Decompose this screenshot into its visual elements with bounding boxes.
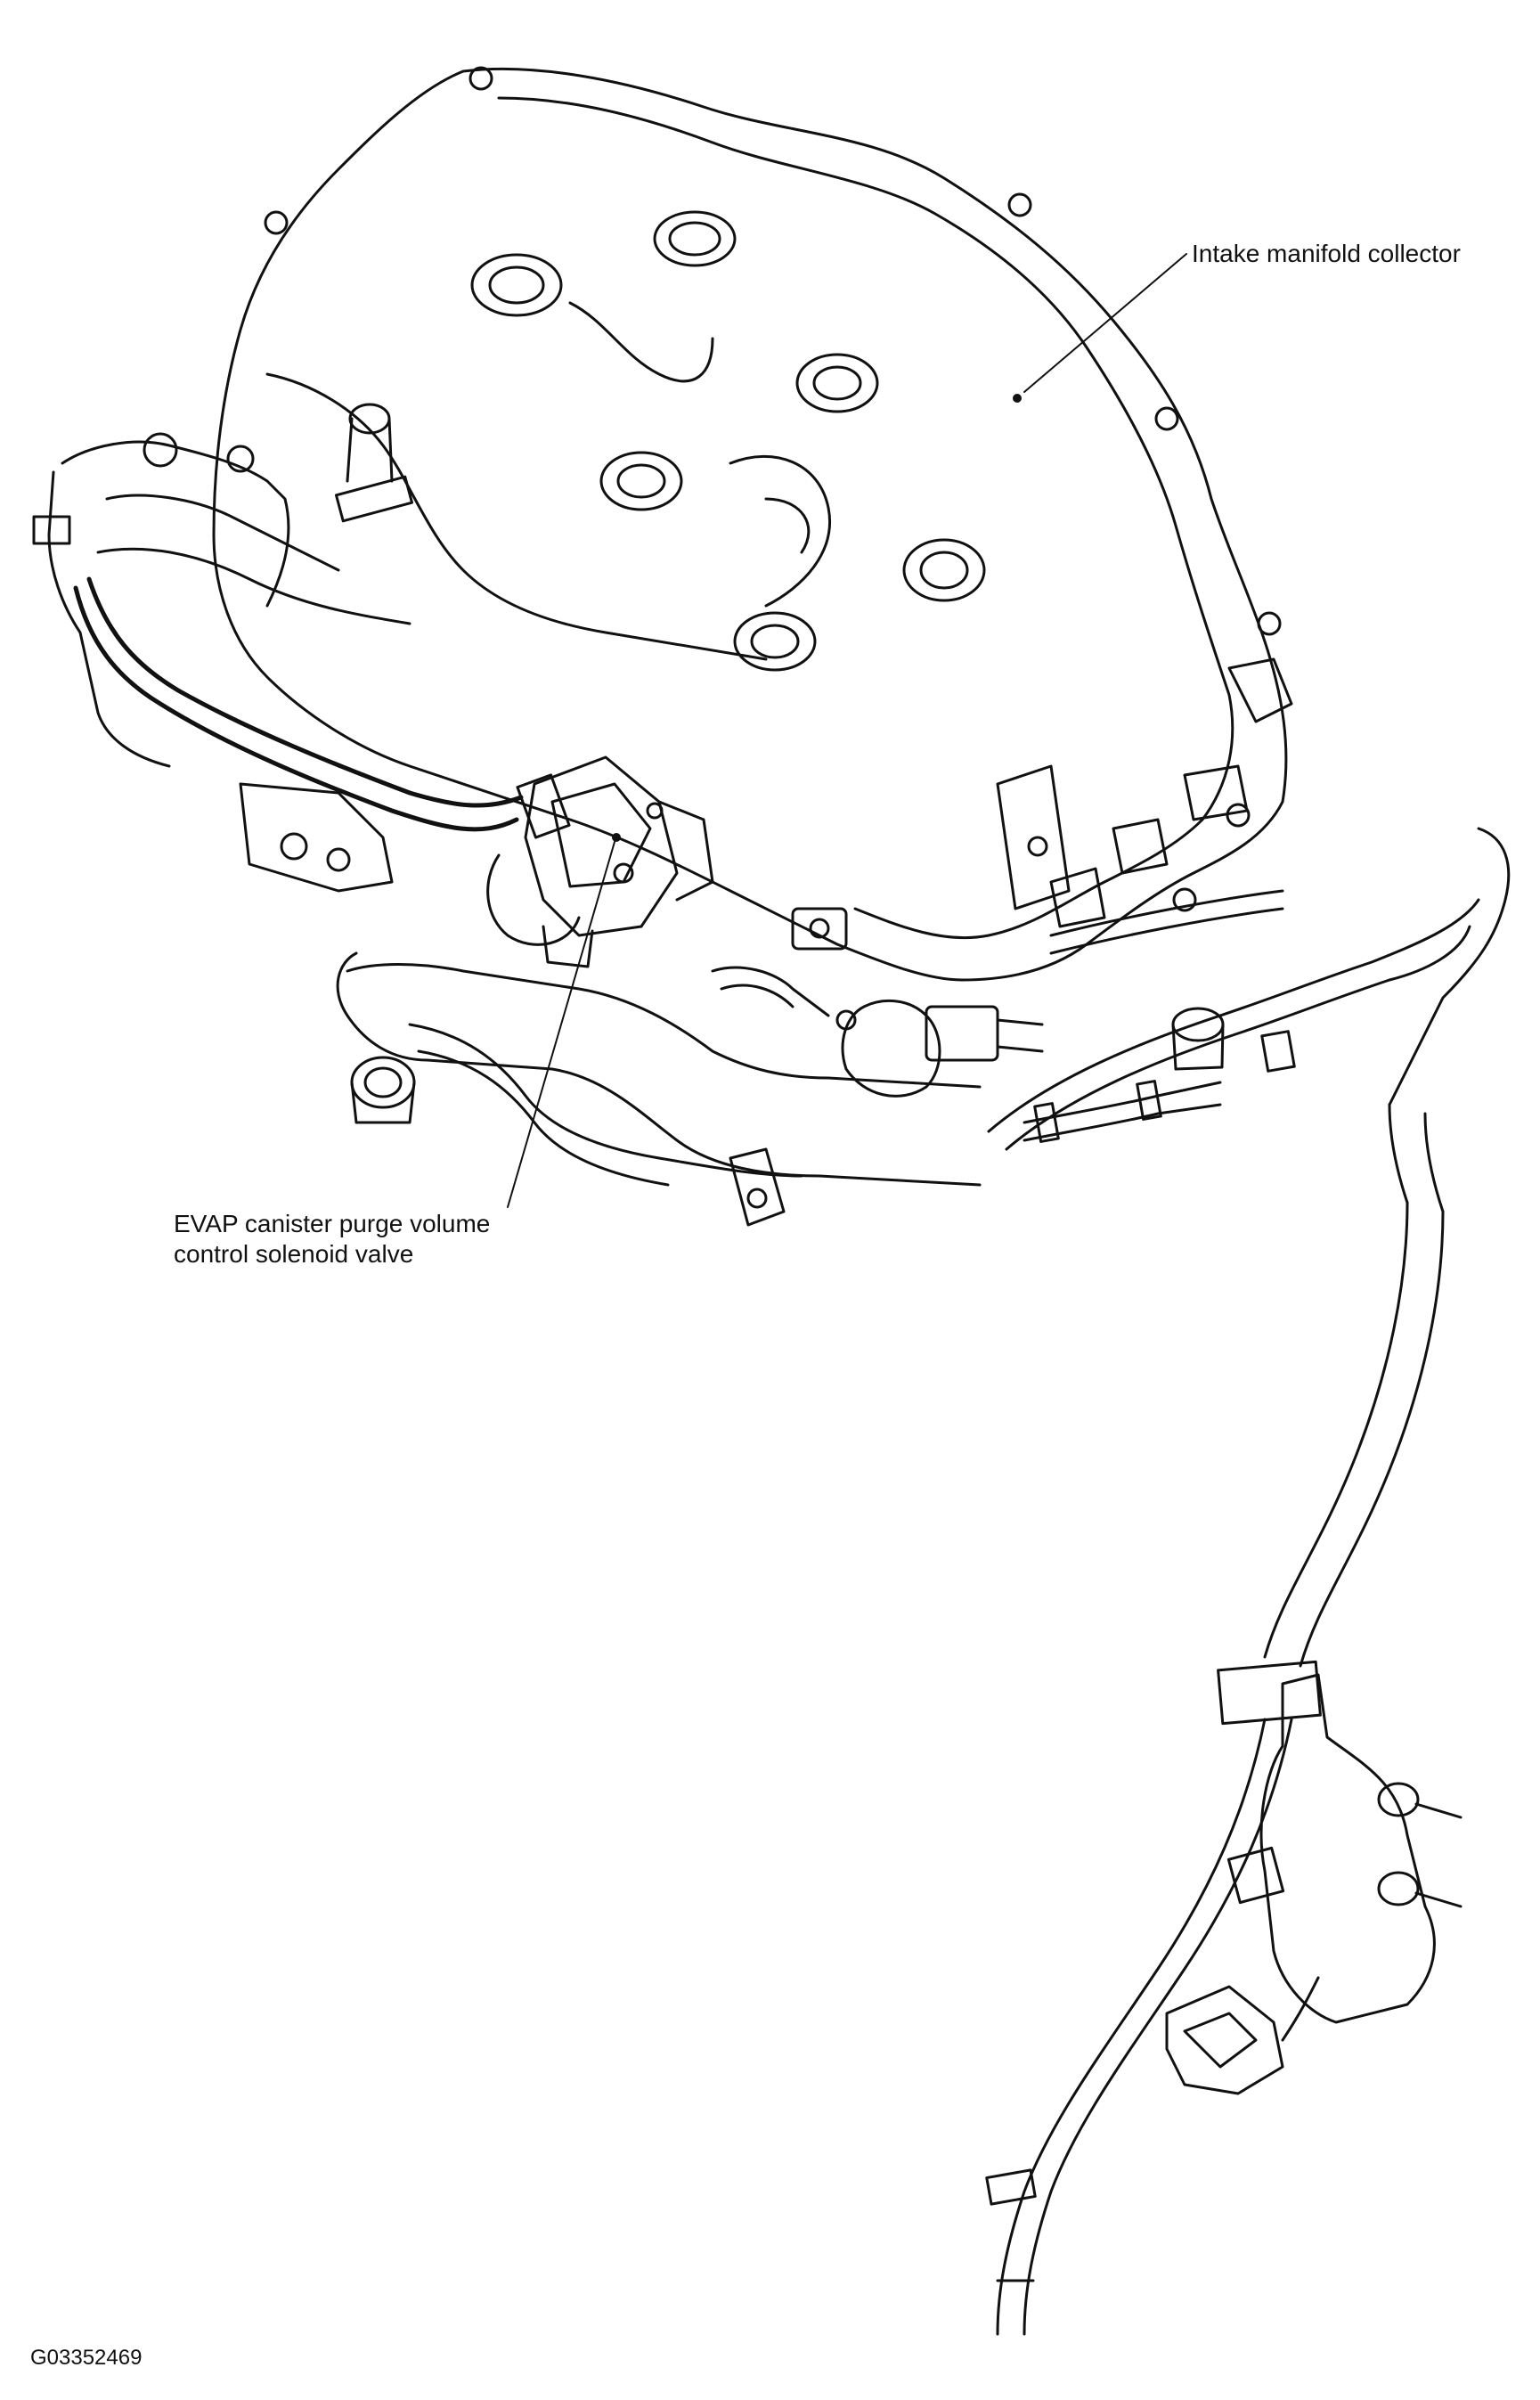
evap-solenoid-label: EVAP canister purge volume control solen… — [174, 1209, 490, 1269]
main-hose — [985, 827, 1511, 2336]
lower-tube-loop — [408, 1023, 803, 1187]
leader-lines — [507, 253, 1187, 1208]
vacuum-lines — [336, 889, 1296, 1227]
evap-purge-hose — [73, 576, 524, 832]
evap-label-line2: control solenoid valve — [174, 1240, 414, 1268]
evap-label-line1: EVAP canister purge volume — [174, 1210, 491, 1237]
intake-manifold-label: Intake manifold collector — [1192, 240, 1461, 267]
intake-manifold-collector — [212, 66, 1293, 982]
lower-bracket — [1165, 1673, 1463, 2095]
intake-runners — [32, 403, 414, 893]
evap-solenoid-valve — [486, 755, 714, 968]
figure-code: G03352469 — [30, 2346, 143, 2370]
